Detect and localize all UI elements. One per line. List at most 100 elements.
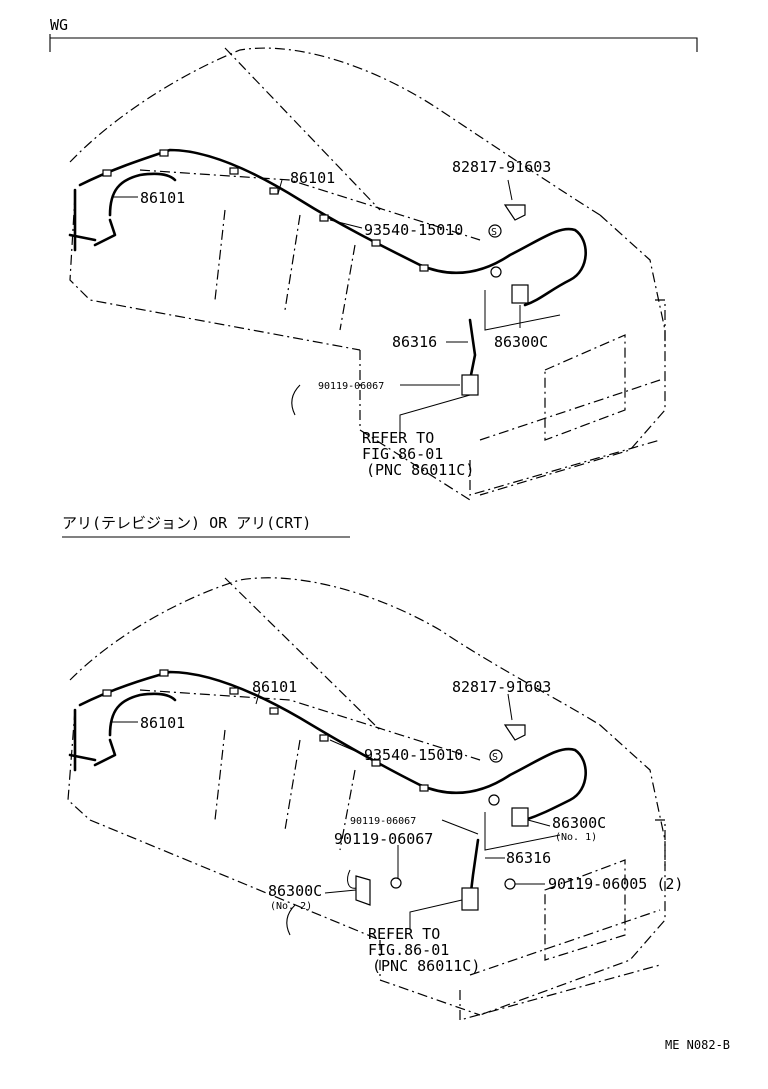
roof-edge — [139, 169, 481, 241]
pillar-1 — [214, 729, 226, 821]
part-86316: 86316 — [392, 333, 437, 351]
leader-93540 — [329, 219, 363, 229]
wheel-arch — [286, 904, 296, 936]
connector — [229, 167, 239, 175]
refer-line-1: REFER TO — [362, 429, 434, 447]
connector — [269, 187, 279, 195]
part-93540-15010: 93540-15010 — [364, 221, 463, 239]
part-86300c-no2-qualifier: (No. 2) — [270, 901, 312, 912]
roof-ridge — [224, 47, 381, 211]
part-86300c-no1: 86300C — [552, 814, 606, 832]
refer-line-2: FIG.86-01 — [362, 445, 443, 463]
bumper-face — [469, 439, 661, 496]
junction-block — [461, 887, 479, 911]
part-86101-a: 86101 — [290, 169, 335, 187]
bumper-top — [469, 909, 661, 976]
junction-block — [461, 374, 479, 396]
tail-light — [655, 299, 666, 350]
amplifier-no2-wire — [347, 869, 357, 889]
connector — [159, 149, 169, 157]
amplifier-outline — [484, 290, 561, 331]
grommet — [490, 266, 502, 278]
part-90119-06067-b: 90119-06067 — [334, 830, 433, 848]
leader-refer — [399, 394, 471, 435]
connector — [269, 707, 279, 715]
amplifier-86300c — [511, 284, 529, 304]
part-86300c-no1-qualifier: (No. 1) — [555, 832, 597, 843]
front-left-harness — [68, 708, 117, 772]
connector — [102, 169, 112, 177]
rear-window — [544, 334, 626, 441]
refer-line-3: (PNC 86011C) — [366, 461, 474, 479]
roof-ridge — [224, 577, 381, 731]
standard-part-mark: S — [492, 752, 498, 763]
wheel-arch — [291, 384, 301, 416]
front-branch — [108, 692, 177, 737]
variant-label: WG — [50, 16, 68, 34]
connector — [159, 669, 169, 677]
leader-refer — [409, 899, 463, 930]
grommet — [488, 794, 500, 806]
connector — [419, 784, 429, 792]
amplifier-86300c-no1 — [511, 807, 529, 827]
roof-harness — [78, 670, 587, 822]
roof-outline — [69, 47, 601, 216]
connector — [319, 734, 329, 742]
header-bracket — [50, 37, 698, 52]
rear-lower — [379, 940, 481, 1016]
part-86300c: 86300C — [494, 333, 548, 351]
leader-86300c-no2 — [324, 889, 357, 894]
diagram-bottom: 86101 86101 82817-91603 93540-15010 S 90… — [67, 577, 683, 1021]
bumper-face — [459, 964, 661, 1021]
leader-82817 — [507, 179, 513, 201]
leader-86101-a — [277, 179, 283, 195]
pillar-3 — [339, 769, 356, 851]
part-90119-06005: 90119-06005 (2) — [548, 875, 683, 893]
leader-86101-a — [255, 689, 261, 705]
front-left-harness — [68, 188, 117, 252]
bolt-90119-06005 — [504, 878, 516, 890]
part-86101-a: 86101 — [252, 678, 297, 696]
rear-drop — [468, 318, 477, 382]
refer-line-3: (PNC 86011C) — [372, 957, 480, 975]
figure-code: ME N082-B — [665, 1038, 730, 1052]
rear-lower — [359, 350, 471, 501]
connector — [229, 687, 239, 695]
leader-86300c-no1 — [527, 819, 551, 827]
rear-window — [544, 859, 626, 961]
side-lower — [67, 709, 381, 941]
amplifier-outline — [484, 812, 561, 851]
bracket-82817 — [503, 724, 526, 741]
roof-harness — [78, 148, 587, 307]
part-86101-b: 86101 — [140, 714, 185, 732]
standard-part-symbol — [489, 749, 503, 763]
pillar-1 — [214, 209, 226, 301]
refer-line-2: FIG.86-01 — [368, 941, 449, 959]
amplifier-86300c-no2 — [355, 875, 371, 906]
pillar-3 — [339, 244, 356, 331]
part-86316: 86316 — [506, 849, 551, 867]
bracket-82817 — [503, 204, 526, 221]
part-90119-06067: 90119-06067 — [318, 381, 384, 392]
roof-edge — [139, 689, 481, 761]
pillar-2 — [284, 214, 301, 311]
rear-outline — [479, 724, 666, 1016]
bolt-90119-06067 — [390, 877, 402, 889]
connector — [419, 264, 429, 272]
part-82817-91603: 82817-91603 — [452, 678, 551, 696]
connector — [371, 239, 381, 247]
leader-82817 — [507, 693, 513, 721]
connector — [102, 689, 112, 697]
part-90119-06067-a: 90119-06067 — [350, 816, 416, 827]
pillar-2 — [284, 739, 301, 831]
connector — [371, 759, 381, 767]
standard-part-symbol — [488, 224, 502, 238]
part-82817-91603: 82817-91603 — [452, 158, 551, 176]
part-86300c-no2: 86300C — [268, 882, 322, 900]
bumper-top — [479, 379, 661, 441]
roof-outline — [69, 577, 601, 726]
tail-light — [655, 819, 666, 870]
side-lower — [69, 194, 361, 351]
